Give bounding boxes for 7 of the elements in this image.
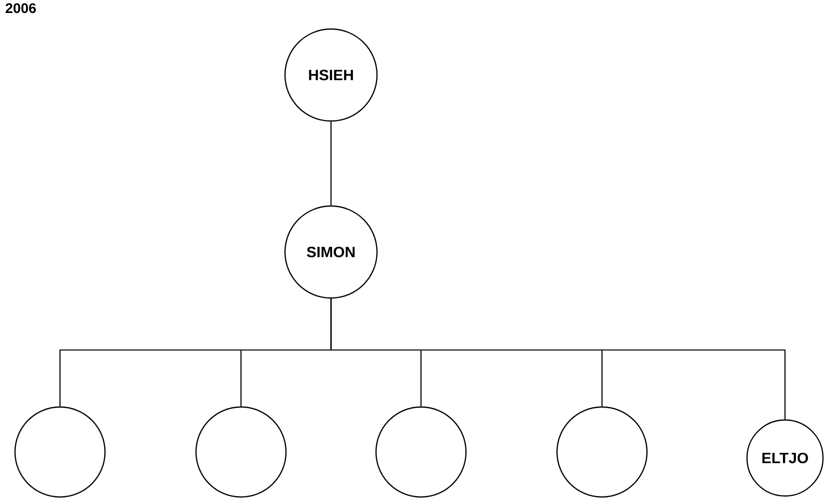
empty-circle (375, 406, 467, 498)
connector-line (330, 122, 332, 206)
connector-line (330, 298, 786, 420)
empty-circle (195, 406, 287, 498)
year-label: 2006 (6, 3, 36, 14)
empty-circle (14, 406, 106, 498)
empty-circle (556, 406, 648, 498)
